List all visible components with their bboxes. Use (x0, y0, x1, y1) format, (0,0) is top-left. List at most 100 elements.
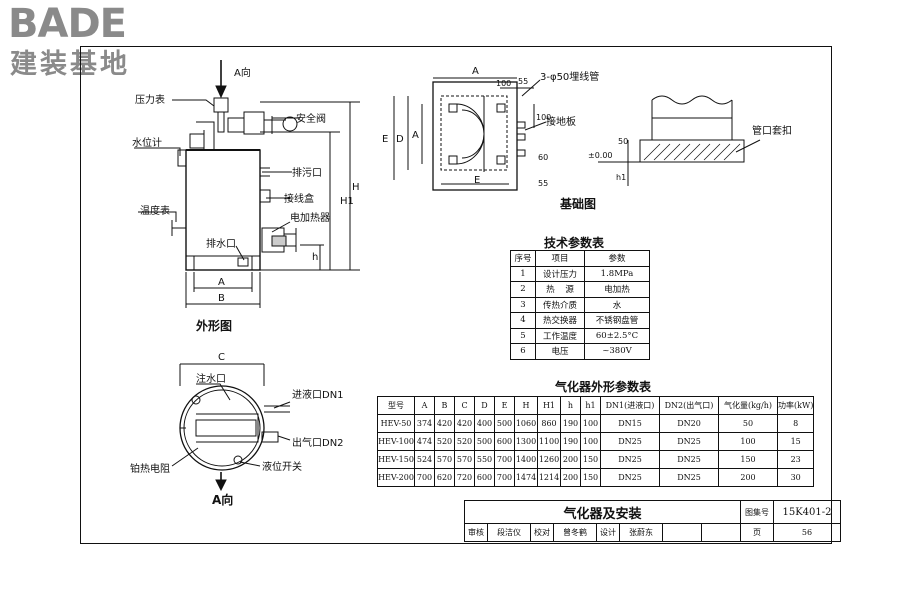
table-header-cell: DN1(进液口) (600, 396, 660, 415)
table-row: 4 热交换器 不锈钢盘管 (510, 312, 650, 329)
table-row: 6 电压 ~380V (510, 343, 650, 360)
table-cell: 150 (580, 450, 601, 469)
aview-level-switch: 液位开关 (262, 460, 302, 473)
table-cell: 1060 (514, 414, 538, 433)
found-dim-E: E (382, 134, 388, 145)
table-cell: 60±2.5°C (584, 327, 650, 344)
table-cell: DN15 (600, 414, 660, 433)
table-cell: 190 (560, 414, 581, 433)
outline-title: 外形图 (196, 318, 232, 333)
title-block: 气化器及安装 图集号 15K401-2 审核 段洁仪 校对 曾冬鹤 设计 张蔚东… (464, 500, 841, 542)
table-cell: 1 (510, 265, 536, 282)
table-row: 3 传热介质 水 (510, 296, 650, 313)
table-header-cell: D (474, 396, 495, 415)
atlas-number: 15K401-2 (773, 500, 841, 524)
table-header-cell: 项目 (535, 250, 585, 267)
table-cell: 550 (474, 450, 495, 469)
found-ground-plate: 接地板 (546, 115, 576, 128)
table-header-row: 型号 A B C D E H H1 h h1 DN1(进液口) DN2(出气口)… (377, 396, 815, 415)
review-label: 审核 (464, 523, 488, 542)
dim-h: h (312, 252, 318, 263)
found-dim-A-side: A (412, 130, 419, 141)
table-cell: HEV-50 (377, 414, 415, 433)
table-cell: 570 (434, 450, 455, 469)
pipe-dim-h1: h1 (616, 173, 626, 182)
table-cell: 600 (494, 432, 515, 451)
table-cell: 500 (494, 414, 515, 433)
table-cell: 1100 (537, 432, 561, 451)
page-number: 56 (773, 523, 841, 542)
found-dim-55-side: 55 (538, 179, 548, 188)
found-dim-60: 60 (538, 153, 548, 162)
tech-params-title: 技术参数表 (544, 236, 605, 250)
table-cell: 200 (560, 468, 581, 487)
title-block-row: 气化器及安装 图集号 15K401-2 (464, 500, 841, 524)
table-header-cell: H1 (537, 396, 561, 415)
table-cell: DN25 (600, 432, 660, 451)
found-conduit: 3-φ50埋线管 (540, 70, 599, 83)
foundation-title: 基础图 (559, 196, 596, 211)
table-cell: 520 (434, 432, 455, 451)
table-cell: 1474 (514, 468, 538, 487)
table-cell: HEV-150 (377, 450, 415, 469)
found-dim-100-side: 100 (536, 113, 551, 122)
table-header-row: 序号 项目 参数 (510, 250, 650, 267)
table-row: 2 热 源 电加热 (510, 281, 650, 298)
table-cell: 700 (494, 468, 515, 487)
label-terminal-box: 接线盒 (284, 192, 314, 205)
table-cell: 5 (510, 327, 536, 344)
table-cell: 6 (510, 343, 536, 360)
table-cell: 热交换器 (535, 312, 585, 329)
table-row: HEV-100 474 520 520 500 600 1300 1100 19… (377, 432, 815, 451)
table-cell: 8 (776, 414, 815, 433)
table-cell: 50 (718, 414, 778, 433)
table-cell: 1300 (514, 432, 538, 451)
aview-water-inlet: 注水口 (196, 372, 226, 385)
table-cell: 150 (718, 450, 778, 469)
drawing-title: 气化器及安装 (464, 500, 741, 524)
label-drain: 排污口 (292, 166, 322, 179)
table-header-cell: H (514, 396, 538, 415)
table-header-cell: C (454, 396, 475, 415)
table-cell: 420 (434, 414, 455, 433)
table-cell: 190 (560, 432, 581, 451)
table-cell: 474 (414, 432, 435, 451)
table-cell: 860 (537, 414, 561, 433)
table-cell: 1400 (514, 450, 538, 469)
table-cell: 1214 (537, 468, 561, 487)
table-cell: 700 (494, 450, 515, 469)
label-pressure-gauge: 压力表 (135, 93, 165, 106)
signature-cell (662, 523, 702, 542)
table-cell: 150 (580, 468, 601, 487)
atlas-label: 图集号 (740, 500, 774, 524)
brand-logo-cn: 建装基地 (10, 49, 130, 80)
table-cell: 热 源 (535, 281, 585, 298)
table-header-cell: A (414, 396, 435, 415)
table-header-cell: 型号 (377, 396, 415, 415)
brand-logo: BADE (8, 1, 127, 47)
table-header-cell: E (494, 396, 515, 415)
table-row: 5 工作温度 60±2.5°C (510, 327, 650, 344)
table-cell: DN25 (600, 468, 660, 487)
table-cell: 电压 (535, 343, 585, 360)
table-cell: 工作温度 (535, 327, 585, 344)
table-cell: HEV-200 (377, 468, 415, 487)
table-cell: 100 (580, 432, 601, 451)
page-label: 页 (740, 523, 774, 542)
checker-name: 曾冬鹤 (553, 523, 597, 542)
table-cell: 700 (414, 468, 435, 487)
pipe-dim-50: 50 (618, 137, 628, 146)
table-cell: 500 (474, 432, 495, 451)
table-cell: ~380V (584, 343, 650, 360)
pipe-label: 管口套扣 (752, 124, 792, 137)
table-cell: DN25 (600, 450, 660, 469)
reviewer-name: 段洁仪 (487, 523, 531, 542)
tech-params-table: 序号 项目 参数 1 设计压力 1.8MPa 2 热 源 电加热 3 传热介质 … (510, 250, 650, 360)
table-cell: 15 (776, 432, 815, 451)
found-dim-A: A (472, 66, 479, 77)
table-cell: 设计压力 (535, 265, 585, 282)
dim-H: H (352, 182, 360, 193)
table-cell: HEV-100 (377, 432, 415, 451)
signature-cell (701, 523, 741, 542)
